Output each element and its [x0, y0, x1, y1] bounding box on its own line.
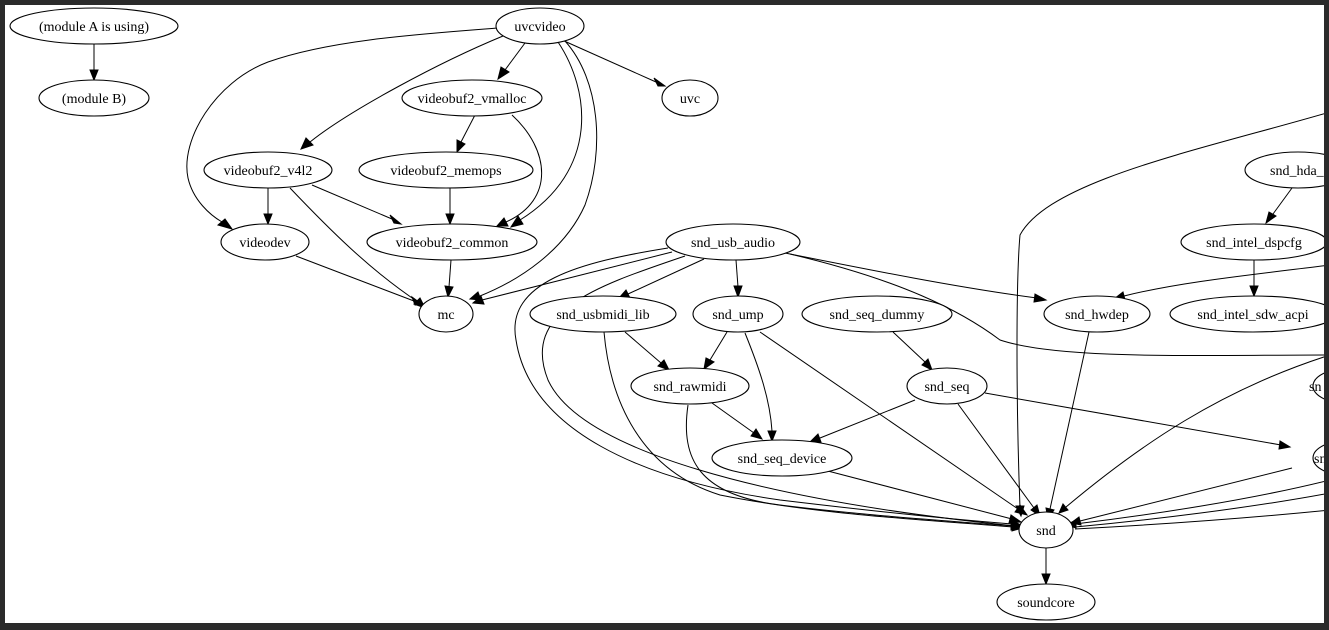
edge-snd-usb-audio-to-mc: [471, 251, 673, 305]
node-snd-seq[interactable]: snd_seq: [906, 367, 988, 405]
node-label: snd_ump: [712, 308, 763, 323]
node-label: snd_intel_sdw_acpi: [1197, 308, 1308, 323]
legend-node-module-a[interactable]: (module A is using): [9, 7, 179, 45]
edge-snd-usbmidi-lib-to-snd: [603, 331, 1024, 532]
edge-snd-ump-to-snd: [759, 331, 1029, 516]
node-snd-usbmidi-lib[interactable]: snd_usbmidi_lib: [529, 295, 677, 333]
edge-snd-ump-to-snd-rawmidi: [703, 331, 728, 371]
node-label: sn: [1314, 452, 1324, 467]
edge-legend-a-to-legend-b: [89, 44, 99, 82]
edge-snd-usb-audio-to-sn-partial: [789, 253, 1324, 357]
node-label: snd: [1036, 524, 1055, 539]
edge-snd-rawmidi-to-snd-seq-device: [711, 402, 764, 440]
graph-viewer: (module A is using) (module B) uvcvideo …: [5, 5, 1324, 623]
node-snd[interactable]: snd: [1018, 511, 1074, 549]
edge-snd-ump-to-snd-seq-device: [744, 332, 777, 443]
edge-snd-seq-to-snd-seq-device: [808, 399, 916, 443]
legend-node-module-b[interactable]: (module B): [38, 79, 150, 117]
edge-videobuf2-v4l2-to-videobuf2-common: [311, 184, 403, 225]
edge-videodev-to-mc: [295, 255, 425, 306]
edge-videobuf2-common-to-mc: [444, 259, 454, 299]
node-snd-hwdep[interactable]: snd_hwdep: [1043, 295, 1151, 333]
node-videobuf2-common[interactable]: videobuf2_common: [366, 223, 538, 261]
node-soundcore[interactable]: soundcore: [996, 583, 1096, 621]
node-videobuf2-memops[interactable]: videobuf2_memops: [358, 151, 534, 189]
edge-snd-intel-dspcfg-to-snd-intel-sdw-acpi: [1249, 260, 1259, 298]
edge-snd-usb-audio-to-snd-usbmidi-lib: [617, 258, 705, 299]
edge-uvcvideo-to-videobuf2-vmalloc: [497, 42, 526, 81]
dependency-graph: (module A is using) (module B) uvcvideo …: [9, 7, 1324, 621]
edge-offscreen-to-snd-hwdep: [1112, 265, 1324, 301]
node-uvcvideo[interactable]: uvcvideo: [495, 7, 585, 45]
edge-snd-usbmidi-lib-to-snd-rawmidi: [624, 331, 671, 371]
edge-snd-to-soundcore: [1041, 547, 1051, 586]
node-snd-hda-partial[interactable]: snd_hda_: [1244, 151, 1324, 189]
node-snd-intel-dspcfg[interactable]: snd_intel_dspcfg: [1180, 223, 1324, 261]
node-label: videodev: [239, 236, 290, 251]
node-label: snd_intel_dspcfg: [1206, 236, 1302, 251]
node-label: videobuf2_memops: [390, 164, 501, 179]
node-snd-ump[interactable]: snd_ump: [692, 295, 784, 333]
edge-snd-seq-to-snd: [957, 403, 1041, 518]
node-label: videobuf2_vmalloc: [418, 92, 527, 107]
edge-snd-usb-audio-to-snd-hwdep: [779, 251, 1048, 303]
node-label: uvc: [680, 92, 700, 107]
edge-snd-seq-dummy-to-snd-seq: [892, 331, 933, 372]
edge-snd-rawmidi-to-snd: [685, 404, 1023, 531]
edge-uvcvideo-to-uvc: [561, 39, 667, 87]
edge-snd-seq-device-to-snd: [823, 469, 1023, 524]
edges: [89, 27, 1324, 586]
node-label: snd_usbmidi_lib: [556, 308, 649, 323]
edge-offscreen-to-snd-2: [1058, 356, 1324, 514]
node-label: (module B): [62, 92, 126, 107]
edge-uvcvideo-to-videobuf2-common: [509, 41, 583, 228]
edge-videobuf2-vmalloc-to-videobuf2-common: [495, 114, 542, 227]
node-snd-seq-device[interactable]: snd_seq_device: [711, 439, 853, 477]
node-label: snd_usb_audio: [691, 236, 775, 251]
node-label: sn: [1309, 380, 1321, 395]
edge-videobuf2-v4l2-to-videodev: [263, 188, 273, 226]
nodes: (module A is using) (module B) uvcvideo …: [9, 7, 1324, 621]
edge-snd-seq-to-sn-partial: [984, 392, 1292, 450]
node-sn-partial-upper[interactable]: sn: [1309, 368, 1324, 404]
node-sn-partial-lower[interactable]: sn: [1312, 440, 1324, 476]
node-videodev[interactable]: videodev: [220, 223, 310, 261]
node-label: soundcore: [1017, 596, 1075, 611]
edge-snd-usb-audio-to-snd-ump: [733, 259, 743, 299]
node-label: snd_seq_device: [738, 452, 827, 467]
edge-snd-hda-to-snd-intel-dspcfg: [1265, 187, 1293, 225]
edge-uvcvideo-to-videobuf2-v4l2: [300, 35, 504, 150]
edge-videobuf2-memops-to-videobuf2-common: [445, 188, 455, 226]
node-label: snd_rawmidi: [653, 380, 726, 395]
node-videobuf2-vmalloc[interactable]: videobuf2_vmalloc: [401, 79, 543, 117]
node-label: snd_seq: [924, 380, 969, 395]
edge-snd-hwdep-to-snd: [1045, 331, 1090, 521]
node-label: uvcvideo: [514, 20, 565, 35]
node-snd-intel-sdw-acpi[interactable]: snd_intel_sdw_acpi: [1169, 295, 1324, 333]
node-snd-rawmidi[interactable]: snd_rawmidi: [630, 367, 750, 405]
edge-offscreen-to-snd-3: [1064, 480, 1324, 530]
edge-offscreen-to-snd: [1015, 113, 1324, 518]
node-snd-usb-audio[interactable]: snd_usb_audio: [665, 223, 801, 261]
node-label: snd_hda_: [1270, 164, 1324, 179]
node-videobuf2-v4l2[interactable]: videobuf2_v4l2: [203, 151, 333, 189]
edge-uvcvideo-to-videodev: [186, 27, 499, 230]
node-label: videobuf2_v4l2: [224, 164, 313, 179]
node-snd-seq-dummy[interactable]: snd_seq_dummy: [801, 295, 953, 333]
edge-videobuf2-vmalloc-to-videobuf2-memops: [456, 114, 476, 154]
node-label: snd_seq_dummy: [830, 308, 925, 323]
node-label: (module A is using): [39, 20, 149, 35]
node-label: videobuf2_common: [396, 236, 509, 251]
node-mc[interactable]: mc: [418, 295, 474, 333]
node-uvc[interactable]: uvc: [661, 79, 719, 117]
node-label: snd_hwdep: [1065, 308, 1129, 323]
node-label: mc: [437, 308, 454, 323]
